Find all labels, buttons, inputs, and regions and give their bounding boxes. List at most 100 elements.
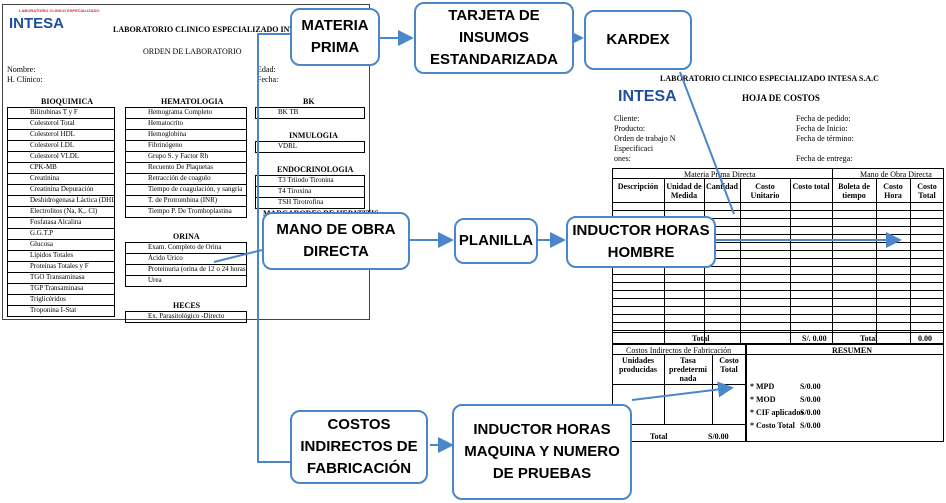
hematologia-item: Fibrinógeno (125, 141, 247, 152)
cost-title: HOJA DE COSTOS (742, 93, 820, 103)
cost-left-field: Especificaci (614, 144, 654, 153)
cost-col-header: Costo Hora (883, 182, 903, 200)
grid-line (612, 384, 746, 385)
heces-header: HECES (173, 301, 201, 310)
cif-header: Costos Indirectos de Fabricación (626, 346, 732, 355)
grid-line (746, 354, 944, 355)
grid-line (712, 354, 713, 424)
cost-col-header: Descripción (617, 182, 659, 191)
cost-col-header: Cantidad (705, 182, 738, 191)
inductor-hm-label: INDUCTOR HORAS MAQUINA Y NUMERO DE PRUEB… (464, 421, 620, 482)
bioquimica-item: Lípidos Totales (7, 251, 115, 262)
grid-line (612, 354, 746, 355)
resumen-label: * MPD (750, 382, 775, 391)
intesa-logo: LABORATORIO CLINICO ESPECIALIZADO INTESA (9, 8, 100, 32)
endocrinologia-header: ENDOCRINOLOGIA (277, 165, 354, 174)
hematologia-item: Hemograma Completo (125, 107, 247, 119)
resumen-value: S/0.00 (800, 382, 821, 391)
bioquimica-item: TGO Transaminasa (7, 273, 115, 284)
cost-col-header: Unidad de Medida (666, 182, 702, 200)
cost-left-field: Producto: (614, 124, 646, 133)
grid-line (910, 178, 911, 344)
edad-label: Edad: (257, 65, 276, 74)
grid-row-line (612, 266, 944, 267)
resumen-label: * MOD (750, 395, 776, 404)
inmulogia-header: INMULOGIA (289, 131, 338, 140)
grid-row-line (612, 250, 944, 251)
inmulogia-item: VDRL (255, 141, 365, 153)
bioquimica-item: TGP Transaminasa (7, 284, 115, 295)
grid-row-line (612, 274, 944, 275)
bk-header: BK (303, 97, 315, 106)
inductor-hh-label: INDUCTOR HORAS HOMBRE (572, 222, 710, 261)
order-title: ORDEN DE LABORATORIO (143, 47, 242, 56)
logo-small-text: LABORATORIO CLINICO ESPECIALIZADO (19, 8, 100, 13)
cost-left-field: ones: (614, 154, 631, 163)
bioquimica-item: Fosfatasa Alcalina (7, 218, 115, 229)
fecha-label: Fecha: (257, 75, 279, 84)
cost-right-field: Fecha de Inicio: (796, 124, 848, 133)
cif-col-header: Costo Total (719, 356, 739, 374)
kardex-label: KARDEX (606, 31, 670, 48)
grid-line (664, 354, 665, 424)
hematologia-item: Tiempo P. De Tromboplastina (125, 207, 247, 218)
clinico-label: H. Clínico: (7, 75, 43, 84)
mano-obra-label: MANO DE OBRA DIRECTA (276, 221, 396, 260)
bioquimica-item: G.G.T.P (7, 229, 115, 240)
logo-text: INTESA (9, 15, 65, 32)
hematologia-header: HEMATOLOGIA (161, 97, 224, 106)
cost-sheet-document: LABORATORIO CLINICO ESPECIALIZADO INTESA… (612, 70, 944, 442)
nombre-label: Nombre: (7, 65, 36, 74)
hematologia-item: Hematocrito (125, 119, 247, 130)
arrow-kardex-sheet (679, 71, 735, 215)
grid-line (612, 424, 746, 425)
bioquimica-item: Triglicéridos (7, 295, 115, 306)
bioquimica-item: Electrolitos (Na, K,. Cl) (7, 207, 115, 218)
cost-left-field: Cliente: (614, 114, 640, 123)
mano-obra-box: MANO DE OBRA DIRECTA (262, 212, 410, 270)
grid-row-line (612, 210, 944, 211)
materia-prima-label: MATERIA PRIMA (301, 17, 369, 56)
hematologia-item: Recuento De Plaquetas (125, 163, 247, 174)
grid-row-line (612, 234, 944, 235)
planilla-label: PLANILLA (458, 232, 534, 249)
grid-row-line (612, 282, 944, 283)
cost-right-field: Fecha de pedido: (796, 114, 851, 123)
endocrinologia-item: T4 Tiroxina (255, 187, 365, 198)
cif-total-value: S/0.00 (708, 432, 729, 441)
grid-row-line (612, 258, 944, 259)
mpd-total-value: S/. 0.00 (802, 334, 827, 343)
tarjeta-insumos-box: TARJETA DE INSUMOS ESTANDARIZADA (414, 2, 574, 74)
grid-line (740, 178, 741, 344)
hematologia-item: Retracción de coagulo (125, 174, 247, 185)
planilla-box: PLANILLA (454, 218, 538, 264)
inductor-hh-box: INDUCTOR HORAS HOMBRE (566, 216, 716, 268)
cost-col-header: Costo Total (917, 182, 937, 200)
bk-item: BK TB (255, 107, 365, 119)
arrow-inductor-cif (631, 381, 734, 401)
mod-total-value: 0.00 (918, 334, 932, 343)
bioquimica-item: Glucosa (7, 240, 115, 251)
orina-item: Proteinuria (orina de 12 o 24 horas) (125, 265, 247, 276)
cif-label: COSTOS INDIRECTOS DE FABRICACIÓN (300, 416, 418, 477)
resumen-table (746, 344, 944, 442)
order-lab-name: LABORATORIO CLINICO ESPECIALIZADO INTESA… (113, 25, 332, 34)
bioquimica-item: Creatinina (7, 174, 115, 185)
cost-col-header: Costo Unitario (750, 182, 780, 200)
bioquimica-item: Colesterol VLDL (7, 152, 115, 163)
tarjeta-label: TARJETA DE INSUMOS ESTANDARIZADA (429, 7, 559, 68)
inductor-hm-box: INDUCTOR HORAS MAQUINA Y NUMERO DE PRUEB… (452, 404, 632, 500)
bioquimica-item: Colesterol Total (7, 119, 115, 130)
cost-col-header: Boleta de tiempo (838, 182, 870, 200)
grid-line (832, 168, 833, 344)
bioquimica-item: CPK-MB (7, 163, 115, 174)
cif-total-label: Total (650, 432, 668, 441)
hematologia-item: Grupo S. y Factor Rh (125, 152, 247, 163)
endocrinologia-item: T3 Triiodo Tironina (255, 175, 365, 187)
orina-item: Urea (125, 276, 247, 287)
grid-line (612, 202, 944, 203)
bracket-line (257, 33, 300, 463)
grid-row-line (612, 298, 944, 299)
grid-row-line (612, 226, 944, 227)
